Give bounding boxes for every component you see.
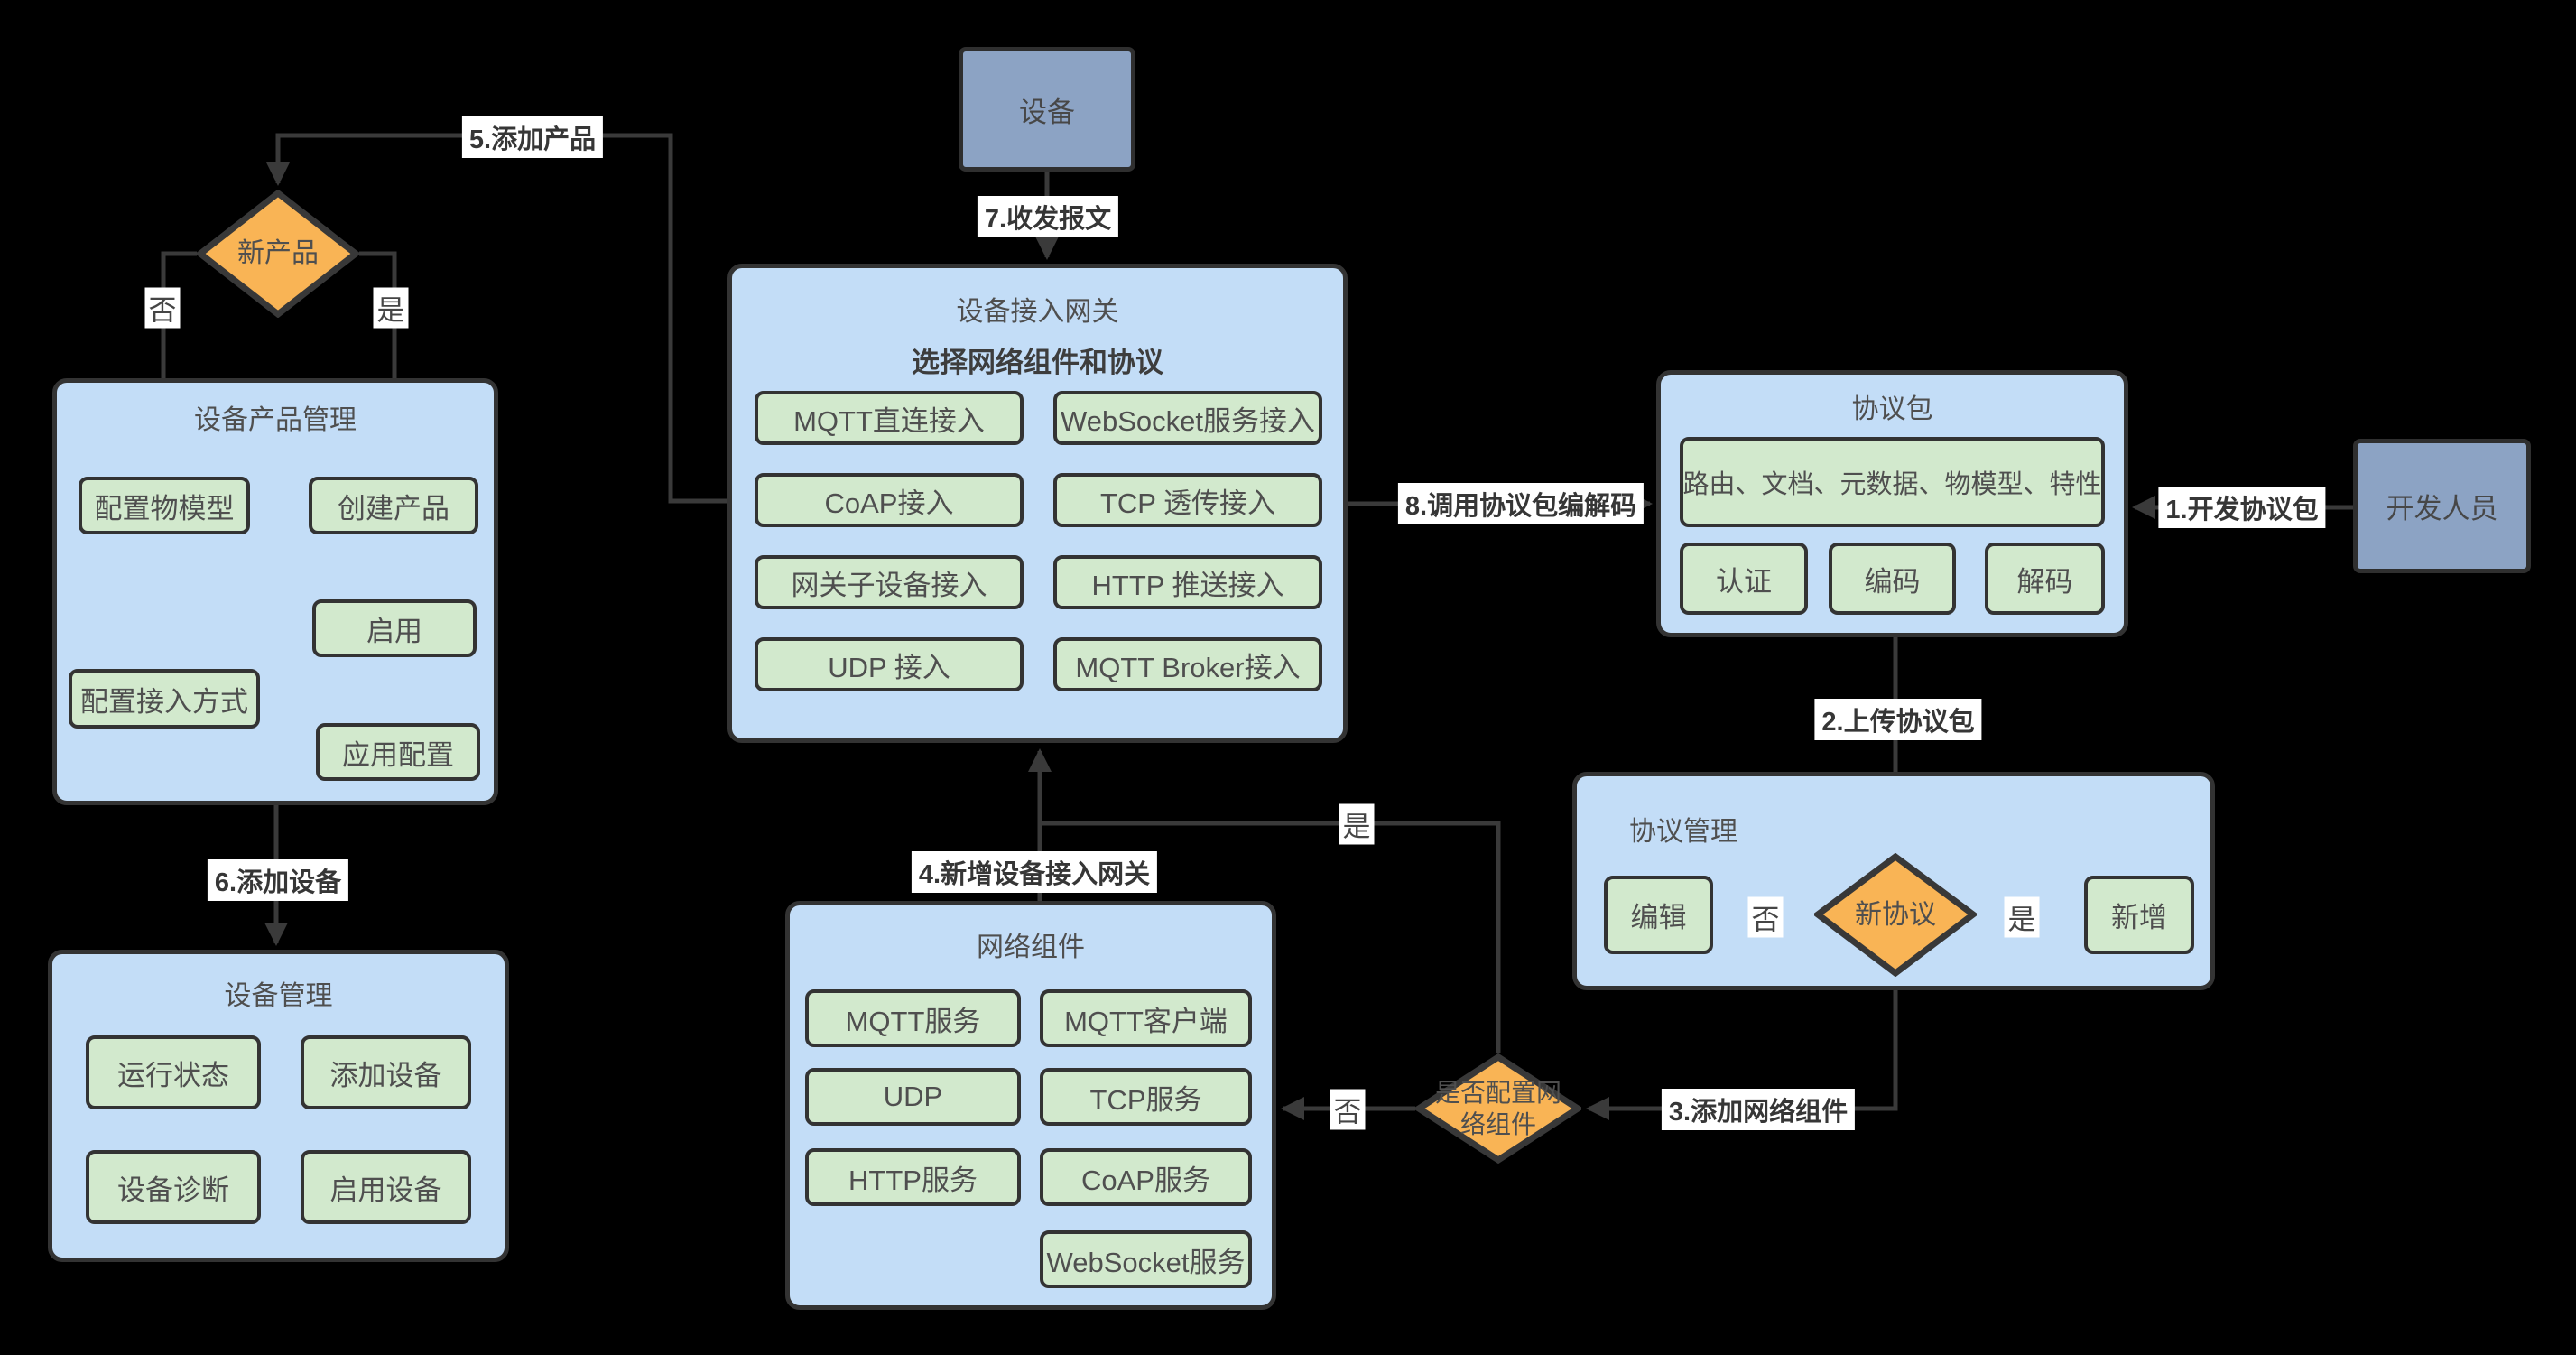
no-label-new-product: 否 bbox=[144, 287, 181, 329]
item-websocket-service: WebSocket服务 bbox=[1040, 1230, 1252, 1288]
gateway-item-tcp: TCP 透传接入 bbox=[1053, 473, 1322, 527]
edge-label-step4: 4.新增设备接入网关 bbox=[911, 851, 1158, 893]
item-http-service: HTTP服务 bbox=[805, 1148, 1021, 1206]
edge-label-step8: 8.调用协议包编解码 bbox=[1397, 483, 1645, 524]
yes-label-config-network: 是 bbox=[1339, 803, 1375, 845]
decision-config-network-label: 是否配置网 络组件 bbox=[1434, 1079, 1561, 1138]
gateway-item-mqtt-broker: MQTT Broker接入 bbox=[1053, 637, 1322, 691]
item-app-config: 应用配置 bbox=[316, 723, 480, 781]
edge-label-step3: 3.添加网络组件 bbox=[1661, 1089, 1856, 1130]
item-coap-service: CoAP服务 bbox=[1040, 1148, 1252, 1206]
item-config-model: 配置物模型 bbox=[79, 477, 250, 534]
item-add-device: 添加设备 bbox=[301, 1035, 471, 1109]
gateway-item-http: HTTP 推送接入 bbox=[1053, 555, 1322, 609]
gateway-item-mqtt-direct: MQTT直连接入 bbox=[755, 391, 1024, 445]
no-label-config-network: 否 bbox=[1330, 1089, 1366, 1130]
item-udp-service: UDP bbox=[805, 1068, 1021, 1126]
decision-config-network: 是否配置网 络组件 bbox=[1415, 1053, 1581, 1164]
edge-gateway-to-new-product bbox=[266, 133, 727, 504]
item-auth: 认证 bbox=[1680, 543, 1808, 615]
developer-node: 开发人员 bbox=[2353, 439, 2531, 573]
decision-new-protocol: 新协议 bbox=[1814, 853, 1977, 977]
item-mqtt-service: MQTT服务 bbox=[805, 989, 1021, 1047]
item-route-doc-meta: 路由、文档、元数据、物模型、特性 bbox=[1680, 437, 2105, 527]
edge-label-step2: 2.上传协议包 bbox=[1814, 699, 1982, 740]
edge-label-step6: 6.添加设备 bbox=[207, 859, 349, 901]
no-label-new-protocol: 否 bbox=[1747, 896, 1784, 938]
item-edit: 编辑 bbox=[1604, 876, 1713, 954]
edge-confignetwork-yes bbox=[1042, 821, 1501, 1053]
decision-new-protocol-label: 新协议 bbox=[1855, 899, 1936, 930]
device-node: 设备 bbox=[959, 47, 1135, 172]
edge-label-step5: 5.添加产品 bbox=[461, 116, 604, 158]
edge-label-step7: 7.收发报文 bbox=[977, 196, 1119, 237]
gateway-item-subdevice: 网关子设备接入 bbox=[755, 555, 1024, 609]
item-tcp-service: TCP服务 bbox=[1040, 1068, 1252, 1126]
item-enable-device: 启用设备 bbox=[301, 1150, 471, 1224]
yes-label-new-protocol: 是 bbox=[2004, 896, 2040, 938]
gateway-item-coap: CoAP接入 bbox=[755, 473, 1024, 527]
item-create-product: 创建产品 bbox=[309, 477, 478, 534]
decision-new-product-label: 新产品 bbox=[237, 238, 319, 269]
gateway-item-websocket: WebSocket服务接入 bbox=[1053, 391, 1322, 445]
item-decode: 解码 bbox=[1985, 543, 2105, 615]
item-mqtt-client: MQTT客户端 bbox=[1040, 989, 1252, 1047]
item-enable: 启用 bbox=[312, 599, 477, 657]
item-encode: 编码 bbox=[1829, 543, 1956, 615]
yes-label-new-product: 是 bbox=[373, 287, 409, 329]
item-config-access: 配置接入方式 bbox=[69, 669, 260, 729]
gateway-item-udp: UDP 接入 bbox=[755, 637, 1024, 691]
item-device-diagnose: 设备诊断 bbox=[86, 1150, 261, 1224]
item-addnew: 新增 bbox=[2084, 876, 2194, 954]
edge-label-step1: 1.开发协议包 bbox=[2158, 487, 2326, 528]
item-run-status: 运行状态 bbox=[86, 1035, 261, 1109]
decision-new-product: 新产品 bbox=[197, 190, 359, 318]
